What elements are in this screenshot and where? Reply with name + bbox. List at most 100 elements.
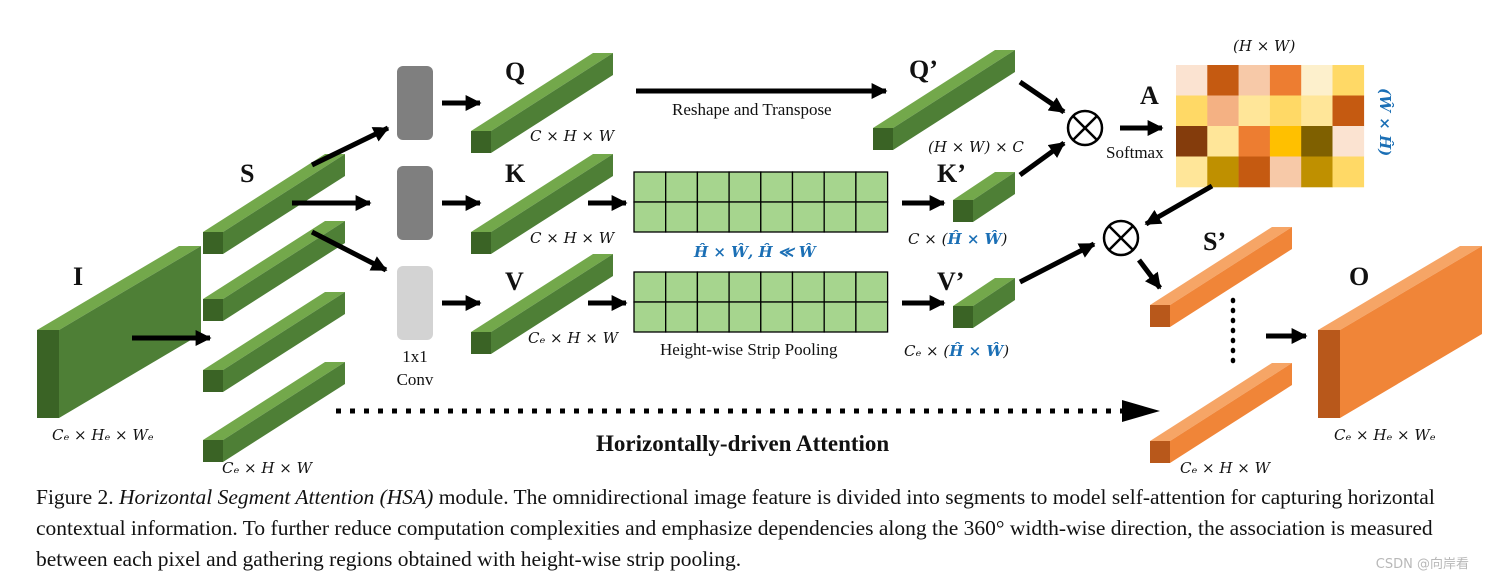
grid-cell bbox=[823, 171, 857, 203]
dim-v-prime: Cₑ × (Ĥ × Ŵ) bbox=[904, 342, 1009, 360]
grid-cell bbox=[728, 301, 762, 333]
grid-cell bbox=[823, 301, 857, 333]
grid-cell bbox=[633, 301, 667, 333]
grid-cell bbox=[791, 171, 825, 203]
label-q-prime: Q’ bbox=[909, 55, 938, 84]
heatmap-cell bbox=[1332, 156, 1365, 188]
heatmap-cell bbox=[1207, 156, 1239, 188]
arrow-qp-to-mult bbox=[1018, 79, 1066, 115]
grid-cell bbox=[760, 271, 794, 303]
grid-cell bbox=[665, 271, 699, 303]
arrow-kp-to-mult bbox=[1018, 140, 1066, 178]
heatmap-cell bbox=[1176, 126, 1208, 157]
heatmap-cell bbox=[1207, 95, 1239, 127]
grid-cell bbox=[696, 271, 730, 303]
grid-cell bbox=[823, 271, 857, 303]
grid-cell bbox=[633, 171, 667, 203]
caption-figure-number: Figure 2. bbox=[36, 485, 120, 509]
label-s: S bbox=[240, 159, 254, 188]
multiply-node-2 bbox=[1102, 219, 1140, 257]
heatmap-cell bbox=[1238, 156, 1271, 188]
label-q: Q bbox=[505, 57, 525, 86]
heatmap-cell bbox=[1176, 65, 1208, 96]
grid-cell bbox=[633, 271, 667, 303]
label-a: A bbox=[1140, 81, 1159, 110]
grid-cell bbox=[696, 201, 730, 233]
conv-label-1x1: 1x1 bbox=[402, 347, 428, 366]
grid-cell bbox=[728, 271, 762, 303]
heatmap-cell bbox=[1238, 65, 1271, 96]
grid-cell bbox=[791, 201, 825, 233]
grid-cell bbox=[791, 301, 825, 333]
heatmap-cell bbox=[1301, 156, 1333, 188]
caption-title: Horizontal Segment Attention (HSA) bbox=[119, 485, 434, 509]
label-k: K bbox=[505, 159, 526, 188]
pooling-grid-v bbox=[633, 271, 889, 333]
tensor-k bbox=[471, 154, 613, 254]
heatmap-cell bbox=[1176, 156, 1208, 188]
grid-cell bbox=[791, 271, 825, 303]
segment-s-2 bbox=[203, 221, 345, 321]
tensor-o bbox=[1318, 246, 1482, 418]
tensor-q bbox=[471, 53, 613, 153]
heatmap-cell bbox=[1301, 65, 1333, 96]
grid-cell bbox=[760, 301, 794, 333]
label-s-prime: S’ bbox=[1203, 227, 1226, 256]
grid-cell bbox=[855, 171, 889, 203]
segment-s-1 bbox=[203, 154, 345, 254]
grid-cell bbox=[665, 171, 699, 203]
softmax-label: Softmax bbox=[1106, 143, 1164, 162]
heatmap-cell bbox=[1301, 95, 1333, 127]
grid-cell bbox=[696, 301, 730, 333]
conv-block-k bbox=[397, 166, 433, 240]
segment-s-4 bbox=[203, 362, 345, 462]
grid-cell bbox=[760, 171, 794, 203]
conv-label-conv: Conv bbox=[397, 370, 434, 389]
watermark: CSDN @向岸看 bbox=[1375, 557, 1469, 572]
attention-map-a bbox=[1176, 65, 1365, 188]
grid-cell bbox=[855, 271, 889, 303]
grid-cell bbox=[696, 171, 730, 203]
heatmap-cell bbox=[1207, 65, 1239, 96]
dim-k: C × H × W bbox=[530, 229, 616, 247]
label-v-prime: V’ bbox=[937, 267, 964, 296]
dim-q: C × H × W bbox=[530, 127, 616, 145]
pooling-grid-k bbox=[633, 171, 889, 233]
grid-cell bbox=[760, 201, 794, 233]
label-i: I bbox=[73, 262, 83, 291]
tensor-i bbox=[37, 246, 201, 418]
reshape-transpose-label: Reshape and Transpose bbox=[672, 100, 832, 119]
hsa-diagram: 1x1 Conv I S Q bbox=[37, 37, 1482, 477]
grid-cell bbox=[823, 201, 857, 233]
heatmap-cell bbox=[1207, 126, 1239, 157]
dim-s: Cₑ × H × W bbox=[222, 459, 314, 477]
heatmap-cell bbox=[1269, 156, 1302, 188]
tensor-k-prime bbox=[953, 172, 1015, 222]
grid-cell bbox=[855, 201, 889, 233]
heatmap-cell bbox=[1238, 95, 1271, 127]
grid-cell bbox=[728, 171, 762, 203]
grid-cell bbox=[665, 301, 699, 333]
conv-block-v bbox=[397, 266, 433, 340]
label-o: O bbox=[1349, 262, 1369, 291]
grid-cell bbox=[728, 201, 762, 233]
grid-cell bbox=[633, 201, 667, 233]
segment-s-prime-1 bbox=[1150, 227, 1292, 327]
heatmap-cell bbox=[1332, 65, 1365, 96]
heatmap-cell bbox=[1176, 95, 1208, 127]
dim-s-prime: Cₑ × H × W bbox=[1180, 459, 1272, 477]
arrow-a-to-mult2 bbox=[1144, 183, 1214, 227]
tensor-v-prime bbox=[953, 278, 1015, 328]
heatmap-cell bbox=[1301, 126, 1333, 157]
caption-body: module. The omnidirectional image featur… bbox=[36, 485, 1435, 571]
dim-k-prime: C × (Ĥ × Ŵ) bbox=[908, 230, 1007, 248]
arrow-s-to-conv-v bbox=[310, 229, 388, 273]
dim-a-top: (H × W) bbox=[1233, 37, 1295, 55]
dim-a-side: (Ŵ × Ĥ) bbox=[1376, 88, 1394, 156]
heatmap-cell bbox=[1332, 126, 1365, 157]
grid-cell bbox=[855, 301, 889, 333]
label-k-prime: K’ bbox=[937, 159, 966, 188]
arrow-vp-to-mult2 bbox=[1018, 241, 1096, 285]
dim-q-prime: (H × W) × C bbox=[928, 138, 1024, 156]
tensor-q-prime bbox=[873, 50, 1015, 150]
